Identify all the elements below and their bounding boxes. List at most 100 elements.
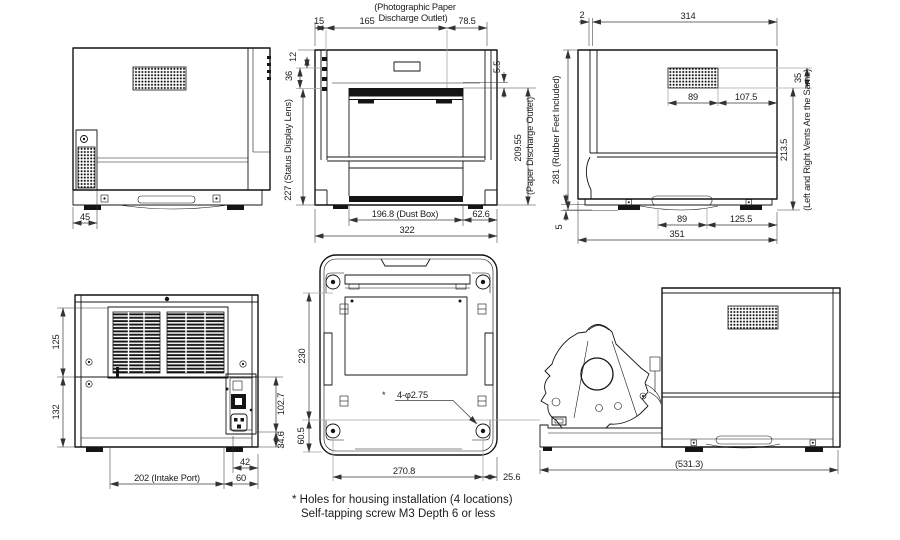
dim-label: 230 [297, 349, 307, 364]
view-rear: 125 132 102.7 34.6 42 60 202 (Intake Por… [51, 294, 286, 489]
rear-vent-grille [112, 311, 161, 374]
footnote-line-1: * Holes for housing installation (4 loca… [292, 494, 513, 506]
dim-label: 107.5 [735, 92, 757, 102]
rubber-foot [468, 205, 483, 209]
footnote: * Holes for housing installation (4 loca… [292, 494, 513, 520]
top-slot [393, 61, 421, 72]
base-handle [715, 435, 773, 445]
bottom-opening [344, 296, 468, 376]
front-top-dims: 15 165 78.5 (Photographic Paper Discharg… [314, 2, 488, 88]
dust-box-front [349, 196, 463, 202]
dim-label: 314 [681, 11, 696, 21]
dim-label: 45 [80, 212, 90, 222]
dim-label: 89 [688, 92, 698, 102]
dim-label: 36 [284, 71, 294, 81]
dim-label: (531.3) [675, 459, 703, 469]
paper-discharge-outlet [349, 88, 463, 96]
dim-label: 102.7 [276, 393, 286, 415]
rear-bottom-dims: 42 60 202 (Intake Port) [109, 436, 259, 489]
dim-label: 125.5 [730, 214, 752, 224]
hole-annotation: * 4-φ2.75 [382, 390, 478, 425]
usb-port [232, 380, 243, 391]
bottom-feet [325, 272, 491, 441]
right-vent-dims: 89 107.5 35 [667, 67, 812, 106]
status-led [322, 77, 327, 81]
dim-label: 62.6 [472, 209, 489, 219]
photo-outlet-label-1: (Photographic Paper [374, 2, 456, 12]
intake-port-dim-label: 202 (Intake Port) [134, 473, 200, 483]
dim-label: 78.5 [458, 16, 475, 26]
status-led [322, 57, 327, 61]
dim-label: 89 [677, 214, 687, 224]
dim-label: 60.5 [296, 427, 306, 444]
paper-outlet-dim: 209.55 [513, 134, 523, 161]
rubber-foot [685, 447, 703, 452]
status-lens-dim-label: 227 (Status Display Lens) [283, 99, 293, 201]
right-top-dims: 2 314 [579, 10, 778, 46]
front-right-dims: 5.5 209.55 (Paper Discharge Outlet) [463, 61, 536, 206]
status-led [322, 67, 327, 71]
view-front: 15 165 78.5 (Photographic Paper Discharg… [283, 2, 536, 243]
rubber-foot [333, 205, 348, 209]
dim-label: 125 [51, 335, 61, 350]
bottom-bottom-dims: 270.8 25.6 [332, 440, 521, 482]
front-left-dims: 12 36 227 (Status Display Lens) [283, 49, 322, 206]
rubber-foot [226, 447, 243, 452]
side-vent [667, 67, 719, 89]
photo-outlet-label-2: Discharge Outlet) [379, 13, 448, 23]
dim-label: 5 [554, 224, 564, 229]
rear-vent-grille [166, 311, 225, 374]
dust-box-dim-label: 196.8 (Dust Box) [372, 209, 439, 219]
right-side-dims: 281 (Rubber Feet Included) 213.5 (Left a… [551, 49, 812, 229]
dim-label: 15 [314, 16, 324, 26]
connector-panel [225, 373, 257, 435]
rear-left-dims: 125 132 [51, 307, 108, 448]
side-top-vent [132, 66, 187, 91]
rubber-foot [805, 447, 823, 452]
dim-label: 351 [670, 229, 685, 239]
footnote-line-2: Self-tapping screw M3 Depth 6 or less [301, 508, 496, 520]
bottom-left-dims: 230 60.5 [296, 292, 333, 453]
lock-icon [80, 135, 88, 143]
dim-label: 12 [288, 52, 298, 62]
power-inlet [230, 413, 248, 432]
dim-label: 165 [360, 16, 375, 26]
rubber-foot [618, 205, 640, 210]
front-bottom-dims: 196.8 (Dust Box) 62.6 322 [314, 204, 498, 243]
right-bottom-dims: 89 125.5 351 [577, 201, 778, 244]
mechanism-roller [580, 357, 614, 391]
dim-label: 322 [400, 225, 415, 235]
view-side-left: 45 [72, 47, 271, 229]
rubber-foot [740, 205, 762, 210]
dim-label: 132 [51, 405, 61, 420]
print-mechanism [540, 324, 662, 429]
view-bottom: * 4-φ2.75 230 60.5 270.8 25.6 [296, 254, 540, 482]
side-vent [727, 305, 779, 330]
view-side-open: (531.3) [539, 287, 841, 474]
dim-label: 2 [580, 10, 585, 20]
rear-right-dims: 102.7 34.6 [256, 376, 286, 449]
vents-note-label: (Left and Right Vents Are the Same) [802, 69, 812, 211]
rear-vent-frame [107, 306, 229, 379]
dim-label: 35 [793, 73, 803, 83]
paper-outlet-label: (Paper Discharge Outlet) [525, 97, 535, 195]
dim-label: 25.6 [503, 472, 520, 482]
base-handle [651, 195, 713, 206]
hole-note-mark: * [382, 390, 386, 400]
hole-note-text: 4-φ2.75 [397, 390, 428, 400]
status-led [322, 87, 327, 91]
rubber-foot [86, 447, 103, 452]
dim-45: 45 [72, 190, 98, 229]
dim-label: 34.6 [276, 431, 286, 448]
rubber-foot [227, 205, 244, 210]
dim-label: 42 [240, 457, 250, 467]
dim-label: 213.5 [779, 139, 789, 161]
side-lower-vent [77, 146, 96, 189]
rubber-foot [84, 205, 101, 210]
housing-hooks [339, 303, 487, 407]
dim-label: 5.5 [492, 61, 502, 73]
dim-label: 270.8 [393, 466, 415, 476]
dim-label: 60 [236, 473, 246, 483]
